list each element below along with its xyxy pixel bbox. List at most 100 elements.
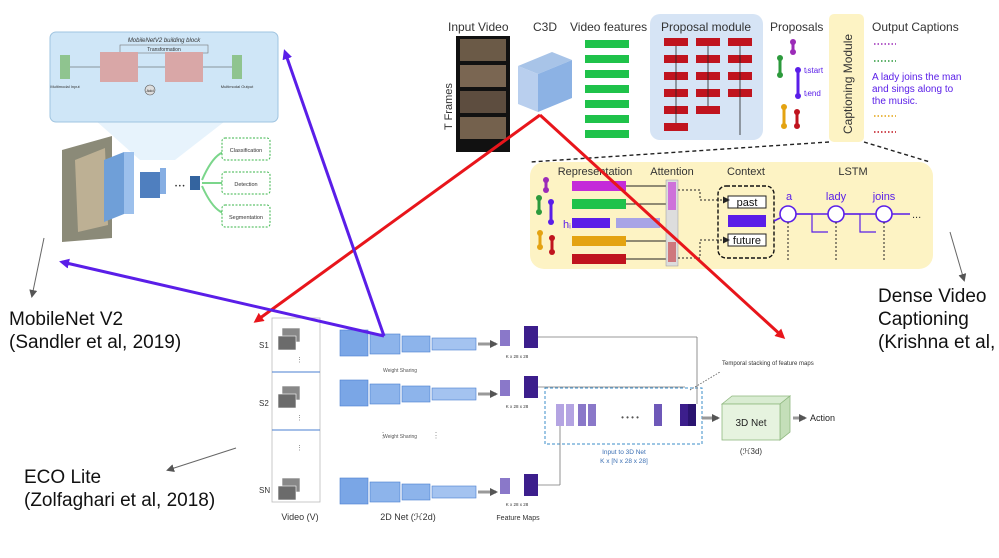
eco-figure: ⋮ ⋮ ⋮ S1 S2 SN Video (V) Weight Sharing … xyxy=(259,317,835,522)
lstm-chain xyxy=(773,205,910,262)
feature-block xyxy=(160,168,166,194)
feature-bars xyxy=(585,40,629,138)
weight-sharing-dots: ⋮ xyxy=(379,431,387,440)
captioning-module-label: Captioning Module xyxy=(841,34,855,134)
feature-map-stacks xyxy=(500,326,538,496)
c3d-block xyxy=(518,52,572,112)
map-dims-n: K x 28 x 28 xyxy=(506,502,529,507)
lstm-label: LSTM xyxy=(838,166,867,178)
zoom-dash-left xyxy=(529,141,830,163)
output-tensor xyxy=(232,55,242,79)
feature-block xyxy=(190,176,200,190)
feature-maps-label: Feature Maps xyxy=(496,515,540,522)
caption-line-2: and sings along to xyxy=(872,84,954,95)
eco-caption-line-2: (Zolfaghari et al, 2018) xyxy=(24,490,216,511)
weight-sharing-dots: ⋮ xyxy=(432,431,440,440)
segment-s2-label: S2 xyxy=(259,399,269,408)
svg-text:⋮: ⋮ xyxy=(296,415,303,422)
lstm-ellipsis: ... xyxy=(912,209,921,221)
map-dims-2: K x 28 x 28 xyxy=(506,404,529,409)
expansion-tensor xyxy=(100,52,138,82)
add-label: Add xyxy=(146,88,153,93)
3d-net-label: 3D Net xyxy=(735,418,766,429)
context-group xyxy=(717,185,775,259)
output-captions-label: Output Captions xyxy=(872,20,959,34)
proposal-markers xyxy=(777,39,801,129)
proposals-label: Proposals xyxy=(770,20,823,34)
3d-net-block xyxy=(720,395,792,441)
mobilenet-figure: MobileNetV2 building block Transformatio… xyxy=(49,31,279,242)
h3d-label: (ℋ3d) xyxy=(740,447,762,456)
eco-pointer xyxy=(166,447,237,472)
weight-sharing-label-2: Weight Sharing xyxy=(383,434,417,440)
video-features-label: Video features xyxy=(570,20,647,34)
feature-block xyxy=(140,172,160,198)
transformation-box xyxy=(119,44,209,54)
weight-sharing-label: Weight Sharing xyxy=(383,368,417,374)
map-dims-1: K x 28 x 28 xyxy=(506,354,529,359)
add-node xyxy=(144,84,156,96)
dense-caption-line-3: (Krishna et al, xyxy=(878,332,996,353)
input-video-label: Input Video xyxy=(448,20,509,34)
input-image-detail xyxy=(75,148,108,232)
stacked-maps xyxy=(556,404,696,426)
stacked-dots: • • • • xyxy=(621,413,639,422)
red-arrow-to-action xyxy=(538,113,786,340)
lstm-word-a: a xyxy=(786,191,793,203)
c3d-label: C3D xyxy=(533,20,557,34)
representation-label: Representation xyxy=(558,166,633,178)
head-classification-label: Classification xyxy=(230,148,262,154)
dense-caption-line-2: Captioning xyxy=(878,309,969,330)
detection-head xyxy=(221,171,271,195)
transformation-label: Transformation xyxy=(147,47,181,53)
purple-arrow-to-mobilenet xyxy=(282,49,386,337)
video-label: Video (V) xyxy=(281,512,318,522)
caption-line-1: A lady joins the man xyxy=(872,72,962,83)
film-strip xyxy=(456,36,510,152)
depthwise-tensor xyxy=(165,52,203,82)
mobilenet-caption: MobileNet V2 (Sandler et al, 2019) xyxy=(9,308,181,354)
feature-block xyxy=(104,152,124,222)
context-label: Context xyxy=(727,166,765,178)
input-label: Multimodal Input xyxy=(50,84,80,89)
present-box xyxy=(728,215,766,227)
input-tensor xyxy=(60,55,70,79)
future-label: future xyxy=(733,235,761,247)
output-label: Multimodal Output xyxy=(221,84,254,89)
svg-text:⋮: ⋮ xyxy=(296,357,303,364)
proposal-module-label: Proposal module xyxy=(661,20,751,34)
input-3d-box xyxy=(544,387,703,445)
captioning-module-box xyxy=(829,14,864,142)
segment-sn-label: SN xyxy=(259,486,270,495)
attention-links xyxy=(678,189,730,259)
head-detection-label: Detection xyxy=(234,182,257,188)
head-segmentation-label: Segmentation xyxy=(229,215,263,221)
input-3d-label-1: Input to 3D Net xyxy=(602,449,646,456)
frame-stacks: ⋮ ⋮ ⋮ xyxy=(277,327,303,501)
segmentation-head xyxy=(221,204,271,228)
past-label: past xyxy=(737,197,758,209)
2d-net-label: 2D Net (ℋ2d) xyxy=(380,512,435,522)
red-arrow-set xyxy=(253,113,786,340)
ellipsis: • • • xyxy=(175,184,185,190)
lstm-word-joins: joins xyxy=(872,191,896,203)
2d-net-row-n xyxy=(339,477,477,505)
building-block-panel xyxy=(49,31,279,123)
action-label: Action xyxy=(810,413,835,423)
dense-captioning-figure: Input Video T Frames C3D Video features … xyxy=(443,14,962,269)
t-frames-label: T Frames xyxy=(443,83,455,130)
eco-caption: ECO Lite (Zolfaghari et al, 2018) xyxy=(24,466,215,512)
mobilenet-caption-line-1: MobileNet V2 xyxy=(9,309,124,330)
t-start-label: tᵢstart xyxy=(804,66,824,75)
lstm-word-lady: lady xyxy=(826,191,847,203)
attention-label: Attention xyxy=(650,166,693,178)
representation-markers xyxy=(536,177,555,255)
dense-pointer xyxy=(949,231,967,282)
zoom-dash-right xyxy=(863,141,931,163)
eco-caption-line-1: ECO Lite xyxy=(24,467,102,488)
block-title: MobileNetV2 building block xyxy=(128,38,201,44)
input-3d-label-2: K x [N x 28 x 28] xyxy=(600,458,648,465)
temporal-stacking-label: Temporal stacking of feature maps xyxy=(722,361,814,367)
hi-label: hᵢ xyxy=(563,219,571,231)
